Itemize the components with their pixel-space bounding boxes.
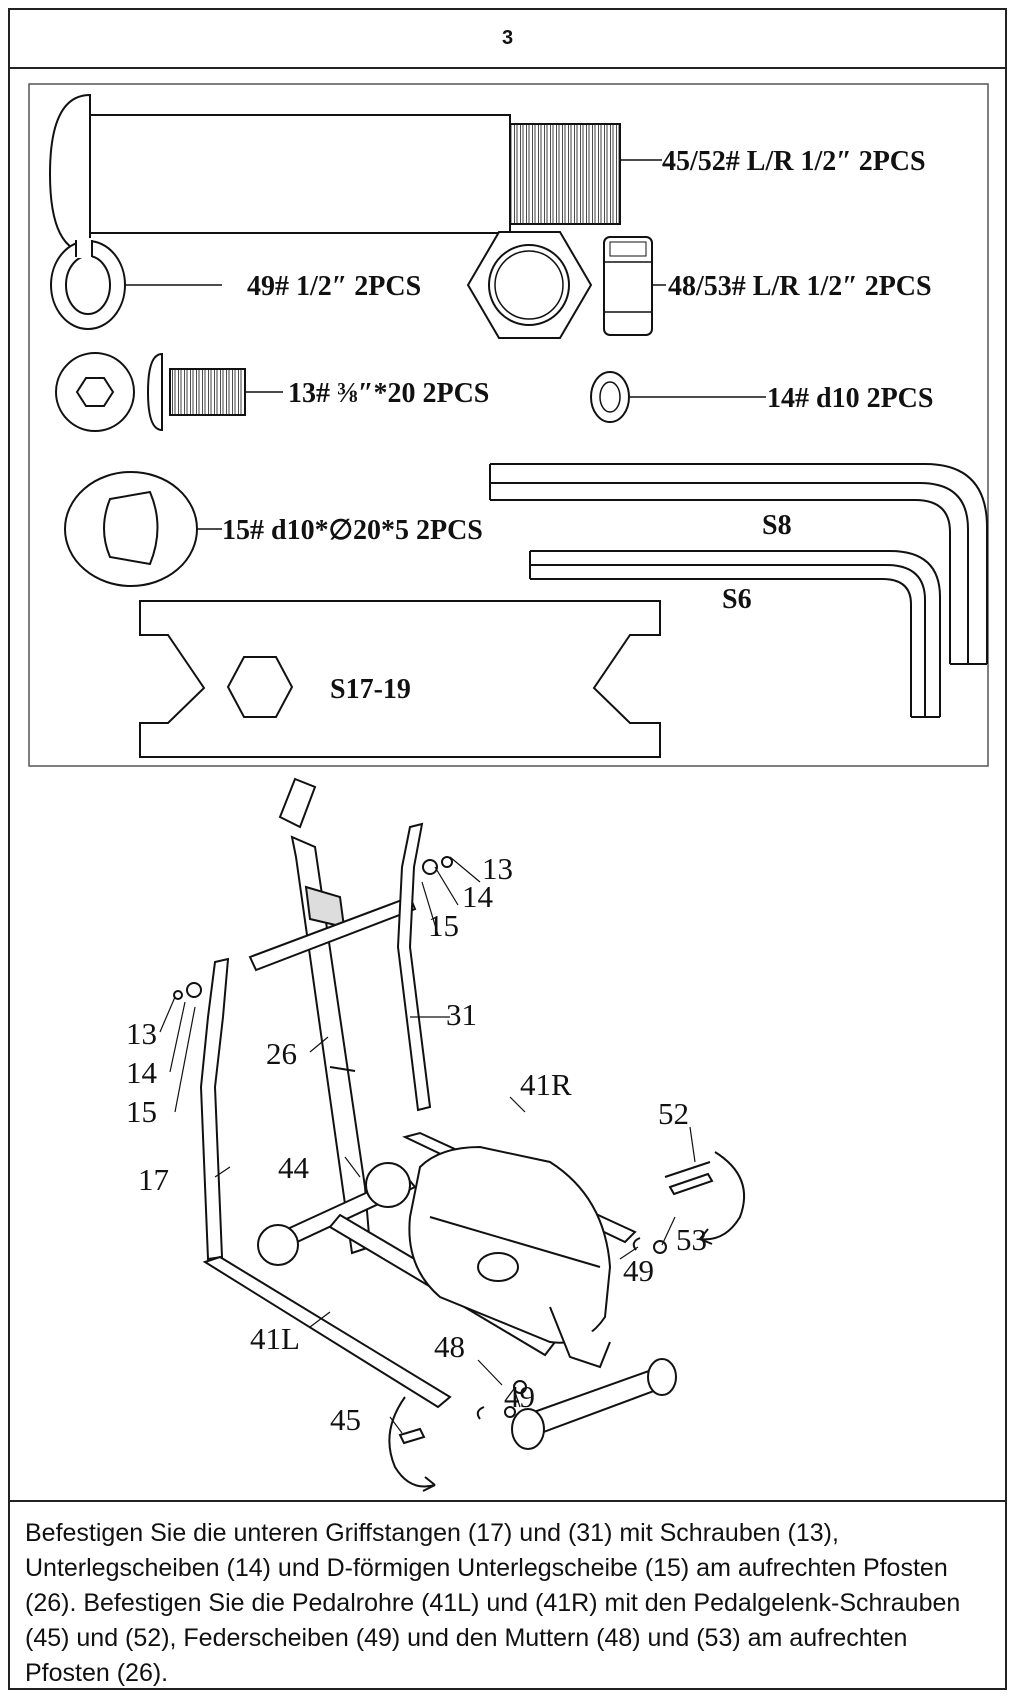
hex-nut-side-drawing xyxy=(603,236,666,336)
bolt-13-drawing xyxy=(55,352,283,432)
hex-key-s6-drawing xyxy=(529,550,941,718)
wrench-drawing xyxy=(139,600,661,758)
callout-13-left: 13 xyxy=(126,1016,157,1051)
instruction-text: Befestigen Sie die unteren Griffstangen … xyxy=(10,1500,1005,1688)
callout-48: 48 xyxy=(434,1329,465,1364)
bolt-45-52-label: 45/52# L/R 1/2″ 2PCS xyxy=(662,146,926,177)
callout-15-left: 15 xyxy=(126,1094,157,1129)
callout-26: 26 xyxy=(266,1036,297,1071)
callout-15-right: 15 xyxy=(428,908,459,943)
bolt-13-label: 13# ⅜″*20 2PCS xyxy=(288,378,489,409)
split-washer-49-drawing xyxy=(50,238,222,330)
illustration-area: 45/52# L/R 1/2″ 2PCS 49# 1/2″ 2PCS xyxy=(10,67,1005,1500)
wrench-label: S17-19 xyxy=(330,674,411,705)
callout-14-right: 14 xyxy=(462,879,494,914)
callout-49-right: 49 xyxy=(623,1253,654,1288)
hardware-pack: 45/52# L/R 1/2″ 2PCS 49# 1/2″ 2PCS xyxy=(28,83,989,767)
hex-nut-face-drawing xyxy=(466,231,593,339)
assembly-diagram xyxy=(159,777,746,1492)
hex-key-s6-label: S6 xyxy=(722,584,752,615)
hex-key-s8-drawing xyxy=(489,463,988,665)
d-washer-15-label: 15# d10*∅20*5 2PCS xyxy=(222,515,483,546)
assembly-illustration: 45/52# L/R 1/2″ 2PCS 49# 1/2″ 2PCS xyxy=(28,83,989,1492)
callout-45: 45 xyxy=(330,1402,361,1437)
d-washer-15-drawing xyxy=(64,471,222,587)
nut-48-53-label: 48/53# L/R 1/2″ 2PCS xyxy=(668,271,932,302)
washer-49-label: 49# 1/2″ 2PCS xyxy=(247,271,421,302)
bolt-45-52-drawing xyxy=(48,93,662,255)
manual-page: 3 45/52# L/R 1/2″ 2PCS xyxy=(8,8,1007,1690)
callout-49-left: 49 xyxy=(504,1379,535,1414)
callout-53: 53 xyxy=(676,1222,707,1257)
assembly-callouts: 13 14 15 31 13 14 15 26 41R 52 17 44 53 … xyxy=(126,851,707,1437)
hardware-box xyxy=(28,83,989,767)
callout-52: 52 xyxy=(658,1096,689,1131)
callout-41r: 41R xyxy=(520,1067,572,1102)
callout-17: 17 xyxy=(138,1162,169,1197)
callout-41l: 41L xyxy=(250,1321,300,1356)
washer-14-label: 14# d10 2PCS xyxy=(767,383,933,414)
callout-14-left: 14 xyxy=(126,1055,158,1090)
step-number: 3 xyxy=(10,10,1005,69)
callout-31: 31 xyxy=(446,997,477,1032)
callout-13-right: 13 xyxy=(482,851,513,886)
split-washer-14-drawing xyxy=(590,371,766,423)
hex-key-s8-label: S8 xyxy=(762,510,792,541)
callout-44: 44 xyxy=(278,1150,310,1185)
